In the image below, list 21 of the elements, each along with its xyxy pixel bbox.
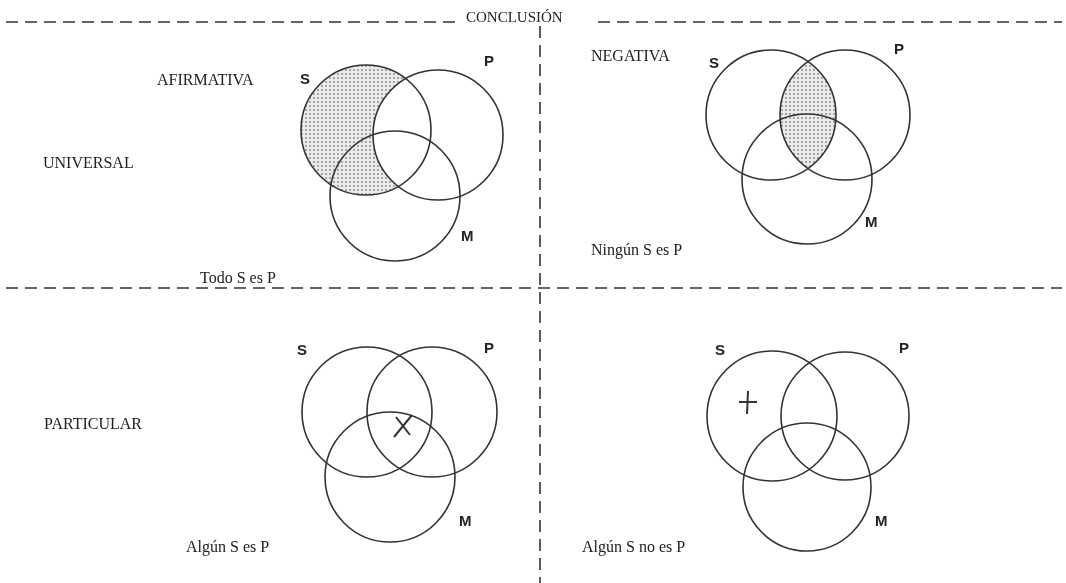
set-label: S (300, 70, 310, 88)
set-label: P (899, 339, 909, 357)
proposition-text: Todo S es P (200, 269, 276, 287)
set-label: P (894, 40, 904, 58)
section-heading: CONCLUSIÓN (466, 8, 563, 26)
proposition-text: Ningún S es P (591, 241, 683, 259)
set-label: S (297, 341, 307, 359)
set-label: M (865, 213, 878, 231)
row-heading: AFIRMATIVA (157, 71, 254, 89)
row-heading: NEGATIVA (591, 47, 670, 65)
set-label: S (709, 54, 719, 72)
set-label: M (461, 227, 474, 245)
set-label: M (459, 512, 472, 530)
proposition-text: Algún S no es P (582, 538, 686, 556)
row-heading: UNIVERSAL (43, 154, 134, 172)
set-label: P (484, 52, 494, 70)
proposition-text: Algún S es P (186, 538, 270, 556)
set-label: P (484, 339, 494, 357)
set-label: S (715, 341, 725, 359)
set-label: M (875, 512, 888, 530)
row-heading: PARTICULAR (44, 415, 143, 433)
